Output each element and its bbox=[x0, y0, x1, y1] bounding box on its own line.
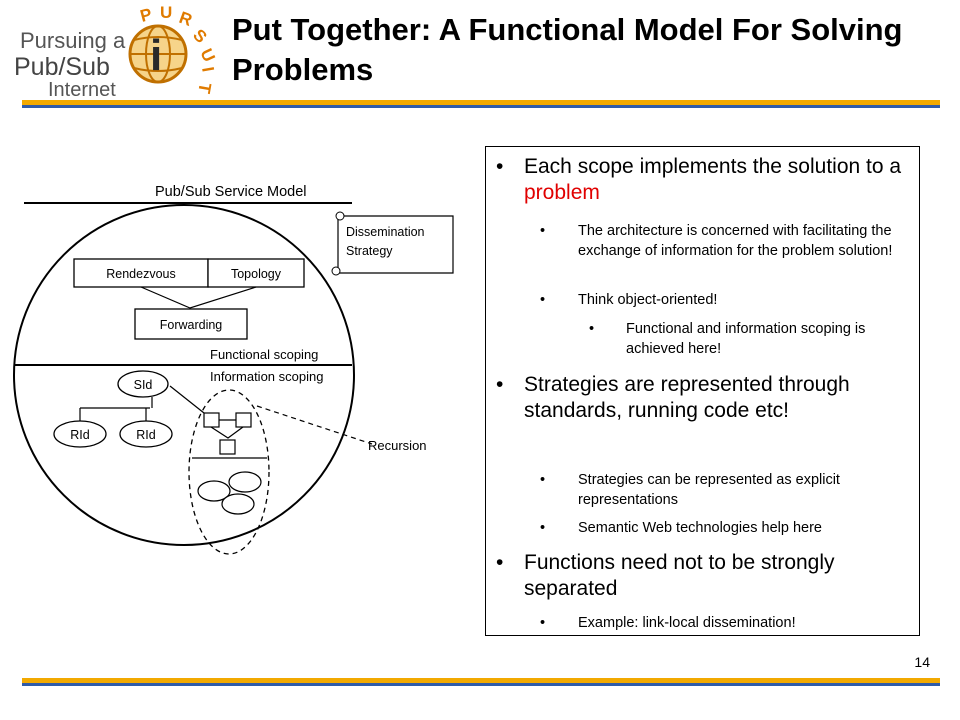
bullet-functions: • Functions need not to be strongly sepa… bbox=[486, 550, 906, 602]
bullet-marker: • bbox=[540, 292, 546, 308]
page-number: 14 bbox=[914, 654, 930, 670]
sid-label: SId bbox=[134, 378, 153, 392]
bullet-text: The architecture is concerned with facil… bbox=[578, 223, 893, 259]
bullet-text: Strategies are represented through stand… bbox=[524, 373, 850, 422]
rid-node-1: RId bbox=[53, 420, 107, 448]
bullet-marker: • bbox=[496, 551, 504, 574]
slide-title: Put Together: A Functional Model For Sol… bbox=[232, 12, 903, 87]
svg-text:T: T bbox=[194, 81, 215, 95]
bullet-strategies: • Strategies are represented through sta… bbox=[486, 372, 906, 424]
bullet-text: Strategies can be represented as explici… bbox=[578, 472, 840, 508]
dissemination-strategy-scroll: Dissemination Strategy bbox=[331, 211, 454, 276]
bullet-marker: • bbox=[540, 223, 546, 239]
bullet-textbox: • Each scope implements the solution to … bbox=[485, 146, 920, 636]
bullet-text: Functional and information scoping is ac… bbox=[626, 321, 866, 357]
service-model-label: Pub/Sub Service Model bbox=[155, 184, 307, 200]
forwarding-box: Forwarding bbox=[134, 308, 248, 340]
svg-text:U: U bbox=[196, 46, 218, 65]
topology-label: Topology bbox=[231, 267, 282, 281]
bullet-marker: • bbox=[496, 155, 504, 178]
bottom-divider bbox=[22, 678, 940, 686]
bullet-marker: • bbox=[540, 520, 546, 536]
sub-sub-bullet-scoping: • Functional and information scoping is … bbox=[486, 319, 896, 359]
bullet-marker: • bbox=[496, 373, 504, 396]
sid-node: SId bbox=[117, 370, 169, 398]
bullet-marker: • bbox=[540, 472, 546, 488]
bullet-text: Semantic Web technologies help here bbox=[578, 520, 822, 536]
recursion-ellipse bbox=[188, 389, 270, 555]
forwarding-label: Forwarding bbox=[160, 318, 223, 332]
sub-bullet-architecture: • The architecture is concerned with fac… bbox=[486, 221, 906, 261]
pursuit-logo: Pursuing a Pub/Sub Internet i P U R S U … bbox=[14, 3, 219, 101]
bullet-marker: • bbox=[589, 321, 595, 337]
component-connector bbox=[140, 286, 257, 309]
top-divider bbox=[22, 100, 940, 108]
bullet-text: Each scope implements the solution to a bbox=[524, 155, 902, 178]
topology-box: Topology bbox=[207, 258, 305, 288]
rid-label-1: RId bbox=[70, 428, 90, 442]
svg-text:S: S bbox=[189, 25, 210, 46]
functional-scoping-label: Functional scoping bbox=[210, 347, 318, 362]
bullet-text: Think object-oriented! bbox=[578, 292, 718, 308]
svg-text:R: R bbox=[177, 8, 195, 30]
svg-text:I: I bbox=[198, 65, 218, 73]
sub-bullet-link-local: • Example: link-local dissemination! bbox=[486, 613, 906, 633]
dissemination-line2: Strategy bbox=[346, 244, 393, 258]
sub-bullet-semantic-web: • Semantic Web technologies help here bbox=[486, 518, 906, 538]
sub-bullet-object-oriented: • Think object-oriented! bbox=[486, 290, 906, 310]
rid-label-2: RId bbox=[136, 428, 156, 442]
rid-node-2: RId bbox=[119, 420, 173, 448]
recursion-pointer bbox=[256, 405, 373, 445]
logo-line3: Internet bbox=[48, 79, 116, 101]
svg-text:U: U bbox=[160, 3, 172, 22]
svg-text:P: P bbox=[138, 5, 154, 26]
highlight-problem: problem bbox=[524, 181, 600, 204]
bullet-text: Example: link-local dissemination! bbox=[578, 615, 796, 631]
nested-mini-model bbox=[192, 412, 267, 515]
scope-circle bbox=[13, 204, 355, 546]
logo-line2: Pub/Sub bbox=[14, 53, 110, 81]
bullet-marker: • bbox=[540, 615, 546, 631]
information-scoping-label: Information scoping bbox=[210, 369, 323, 384]
sub-bullet-explicit: • Strategies can be represented as expli… bbox=[486, 470, 906, 510]
functional-model-diagram: Pub/Sub Service Model Rendezvous Topolog… bbox=[13, 184, 454, 555]
recursion-label: Recursion bbox=[368, 438, 427, 453]
dissemination-line1: Dissemination bbox=[346, 225, 425, 239]
logo-mark: i bbox=[150, 31, 162, 80]
bullet-text: Functions need not to be strongly separa… bbox=[524, 551, 835, 600]
rendezvous-label: Rendezvous bbox=[106, 267, 176, 281]
logo-line1: Pursuing a bbox=[20, 28, 126, 53]
bullet-scope-problem: • Each scope implements the solution to … bbox=[486, 154, 906, 206]
globe-icon: i bbox=[128, 24, 188, 84]
rendezvous-box: Rendezvous bbox=[73, 258, 209, 288]
